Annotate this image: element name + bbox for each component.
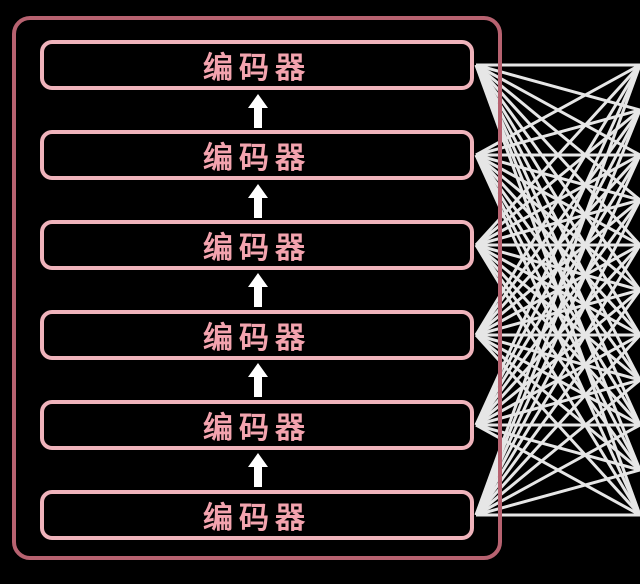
encoder-block: 编码器 xyxy=(40,40,474,90)
connection-line xyxy=(474,64,640,516)
encoder-label: 编码器 xyxy=(203,231,311,266)
connection-line xyxy=(475,468,640,517)
encoder-block: 编码器 xyxy=(40,400,474,450)
up-arrow-icon xyxy=(248,184,268,218)
connection-line xyxy=(474,199,640,516)
up-arrow-icon xyxy=(248,453,268,487)
connection-line xyxy=(474,109,640,336)
connection-line xyxy=(474,64,640,426)
encoder-block: 编码器 xyxy=(40,130,474,180)
connection-line xyxy=(474,109,640,516)
encoder-block: 编码器 xyxy=(40,220,474,270)
connection-line xyxy=(474,63,640,247)
encoder-label: 编码器 xyxy=(203,51,311,86)
connection-line xyxy=(474,154,640,516)
encoder-label: 编码器 xyxy=(203,411,311,446)
connection-line xyxy=(474,244,640,516)
encoder-block: 编码器 xyxy=(40,490,474,540)
encoder-stack-frame xyxy=(12,16,502,560)
connection-line xyxy=(475,63,640,112)
connection-line xyxy=(474,289,640,516)
encoder-label: 编码器 xyxy=(203,321,311,356)
encoder-block: 编码器 xyxy=(40,310,474,360)
encoder-label: 编码器 xyxy=(203,501,311,536)
up-arrow-icon xyxy=(248,273,268,307)
connection-line xyxy=(474,64,640,336)
up-arrow-icon xyxy=(248,363,268,397)
connection-line xyxy=(475,63,640,157)
connection-line xyxy=(475,378,640,517)
connection-line xyxy=(475,423,640,517)
connection-line xyxy=(475,108,640,157)
connection-line xyxy=(474,109,640,426)
connection-line xyxy=(475,108,640,247)
connection-line xyxy=(474,333,640,517)
encoder-label: 编码器 xyxy=(203,141,311,176)
up-arrow-icon xyxy=(248,94,268,128)
